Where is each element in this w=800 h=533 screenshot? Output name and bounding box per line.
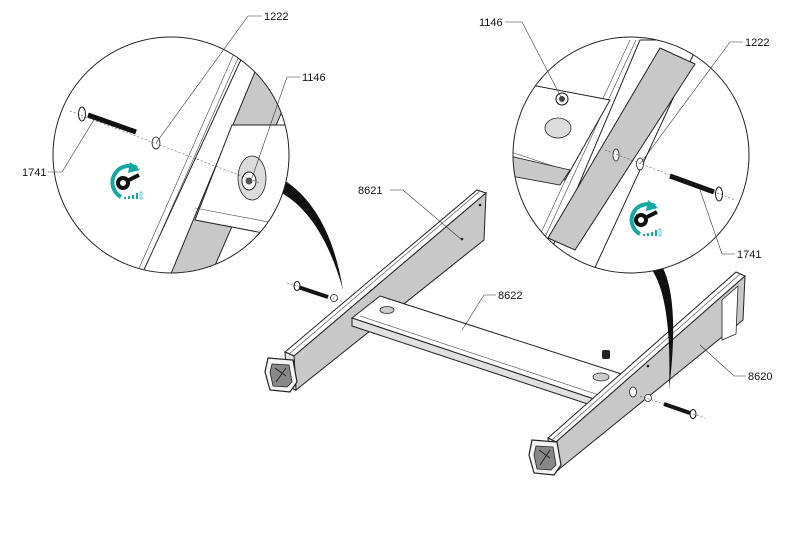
- right-foot-cap: [528, 439, 562, 476]
- torque-level-icon: [643, 228, 662, 237]
- label-right-bolt: 1741: [737, 249, 761, 261]
- label-left-leg: 8621: [358, 185, 382, 197]
- label-crossbar: 8622: [498, 290, 522, 302]
- wrench-tighten-icon: [110, 162, 140, 199]
- leader-lines: [48, 15, 746, 377]
- left-callout-pointer: [280, 180, 343, 290]
- left-foot-cap: [264, 357, 298, 393]
- right-leg-part: [547, 271, 746, 471]
- label-right-nut: 1146: [479, 17, 503, 29]
- torque-level-icon: [124, 191, 143, 200]
- label-left-bolt: 1741: [22, 167, 46, 179]
- wrench-tighten-icon: [629, 200, 658, 236]
- label-left-bracket: 1222: [264, 11, 288, 23]
- left-bolt-main: [286, 281, 345, 303]
- left-detail-view: [52, 36, 290, 274]
- label-left-nut: 1146: [302, 72, 326, 84]
- label-right-leg: 8620: [748, 371, 772, 383]
- frame-assembly: [264, 189, 746, 476]
- right-detail-view: [512, 36, 750, 274]
- label-right-bracket: 1222: [745, 37, 769, 49]
- right-bolt-main: [639, 395, 706, 419]
- right-callout-pointer: [652, 266, 674, 390]
